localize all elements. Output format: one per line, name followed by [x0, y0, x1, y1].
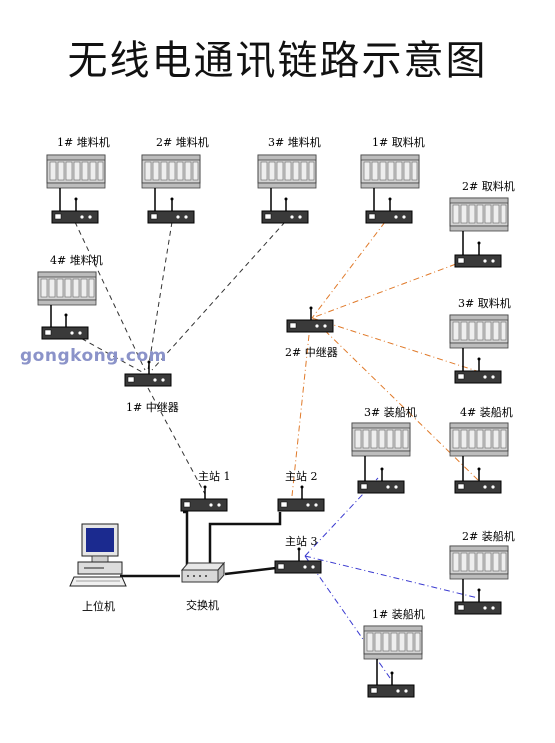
shiploader-1	[363, 625, 423, 698]
label-stacker-1: 1# 堆料机	[57, 136, 110, 149]
label-reclaimer-1: 1# 取料机	[372, 136, 425, 149]
label-repeater-1: 1# 中继器	[126, 401, 179, 414]
repeater-2-radio	[286, 305, 334, 333]
label-shiploader-1: 1# 装船机	[372, 608, 425, 621]
link-repeater2-master2	[291, 334, 310, 497]
label-switch: 交换机	[186, 599, 219, 612]
stacker-2	[141, 154, 201, 224]
link-master3-shiploader3	[304, 477, 379, 557]
link-stacker1-repeater1	[74, 221, 146, 371]
master-2-radio	[277, 484, 325, 512]
label-reclaimer-3: 3# 取料机	[458, 297, 511, 310]
label-shiploader-3: 3# 装船机	[364, 406, 417, 419]
reclaimer-2	[449, 197, 509, 268]
switch-device	[180, 561, 226, 584]
host-computer	[69, 523, 127, 587]
shiploader-4	[449, 422, 509, 494]
link-reclaimer2-repeater2	[311, 254, 481, 319]
master-1-radio	[180, 484, 228, 512]
label-host: 上位机	[82, 600, 115, 613]
wire-switch-master2	[208, 512, 282, 566]
wire-switch-master1	[183, 510, 189, 566]
link-reclaimer3-repeater2	[311, 317, 481, 373]
label-stacker-2: 2# 堆料机	[156, 136, 209, 149]
stacker-4	[37, 271, 97, 340]
reclaimer-3	[449, 314, 509, 384]
link-stacker3-repeater1	[151, 221, 286, 371]
wire-switch-master3	[224, 566, 277, 576]
stacker-3	[257, 154, 317, 224]
reclaimer-1	[360, 154, 420, 224]
label-repeater-2: 2# 中继器	[285, 346, 338, 359]
master-3-radio	[274, 546, 322, 574]
shiploader-2	[449, 545, 509, 615]
label-shiploader-4: 4# 装船机	[460, 406, 513, 419]
diagram-title: 无线电通讯链路示意图	[67, 38, 488, 84]
label-stacker-4: 4# 堆料机	[50, 254, 103, 267]
link-master3-shiploader2	[304, 555, 479, 599]
label-reclaimer-2: 2# 取料机	[462, 180, 515, 193]
label-stacker-3: 3# 堆料机	[268, 136, 321, 149]
label-master-1: 主站 1	[198, 470, 231, 483]
link-reclaimer1-repeater2	[311, 221, 386, 319]
link-stacker2-repeater1	[147, 221, 173, 371]
watermark: gongkong.com	[20, 346, 167, 366]
link-master3-shiploader1	[304, 555, 391, 679]
label-master-2: 主站 2	[285, 470, 318, 483]
link-repeater1-master1	[147, 387, 206, 495]
label-shiploader-2: 2# 装船机	[462, 530, 515, 543]
stacker-1	[46, 154, 106, 224]
label-master-3: 主站 3	[285, 535, 318, 548]
link-stacker4-repeater1	[65, 329, 143, 373]
shiploader-3	[351, 422, 411, 494]
